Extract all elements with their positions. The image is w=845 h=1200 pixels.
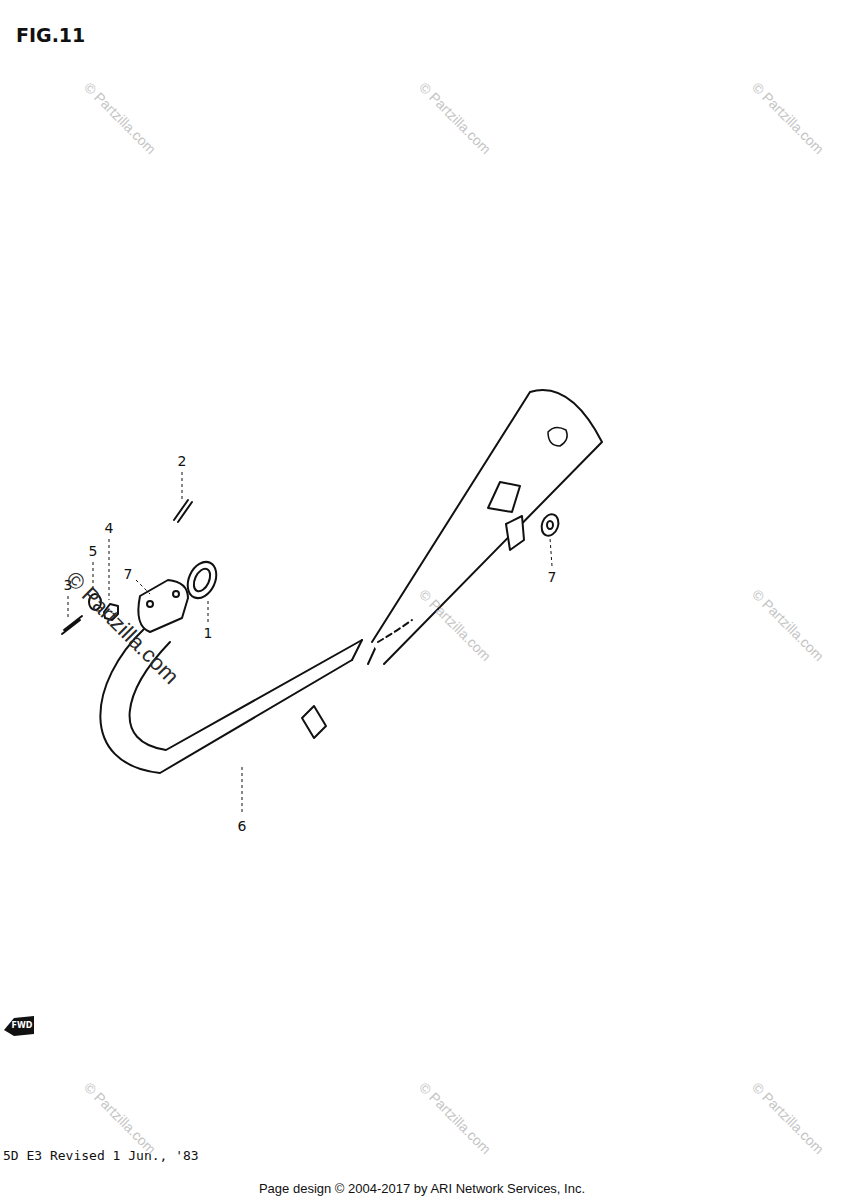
leader-line: [242, 765, 243, 812]
muffler-logo: [548, 427, 567, 446]
figure-title: FIG.11: [16, 26, 85, 45]
washer: [539, 512, 562, 538]
flange-hole: [147, 601, 153, 607]
watermark: © Partzilla.com: [750, 80, 827, 157]
leader-line: [550, 538, 552, 566]
callout-number: 1: [204, 626, 213, 640]
gasket: [182, 557, 222, 602]
watermark: © Partzilla.com: [417, 1080, 494, 1157]
callout-number: 2: [178, 454, 187, 468]
watermark: © Partzilla.com: [417, 80, 494, 157]
flange-hole: [173, 591, 179, 597]
pipe-tab: [302, 706, 326, 738]
muffler-bracket: [506, 516, 524, 550]
gasket: [191, 566, 214, 594]
watermark: © Partzilla.com: [750, 587, 827, 664]
watermark: © Partzilla.com: [82, 1080, 159, 1157]
leader-line: [109, 539, 110, 600]
watermark: © Partzilla.com: [750, 1080, 827, 1157]
leader-line: [182, 472, 183, 500]
watermark: © Partzilla.com: [417, 587, 494, 664]
exhaust-flange: [138, 580, 188, 632]
leader-line: [208, 600, 209, 622]
muffler-body: [372, 390, 602, 664]
washer: [547, 521, 553, 529]
leader-line: [68, 596, 69, 618]
fwd-text: FWD: [12, 1022, 33, 1030]
muffler-bracket: [488, 482, 520, 512]
callout-number: 4: [105, 521, 114, 535]
leader-line: [136, 580, 150, 594]
page-credit: Page design © 2004-2017 by ARI Network S…: [259, 1182, 585, 1195]
revision-note: 5D E3 Revised 1 Jun., '83: [3, 1149, 199, 1162]
watermark: © Partzilla.com: [82, 80, 159, 157]
callout-number: 7: [124, 567, 133, 581]
callout-number: 6: [238, 819, 247, 833]
muffler-seam: [378, 620, 412, 642]
callout-number: 5: [89, 544, 98, 558]
callout-number: 7: [548, 570, 557, 584]
stud: [174, 500, 192, 522]
fwd-arrow: [4, 1016, 34, 1036]
bolt: [62, 616, 82, 634]
